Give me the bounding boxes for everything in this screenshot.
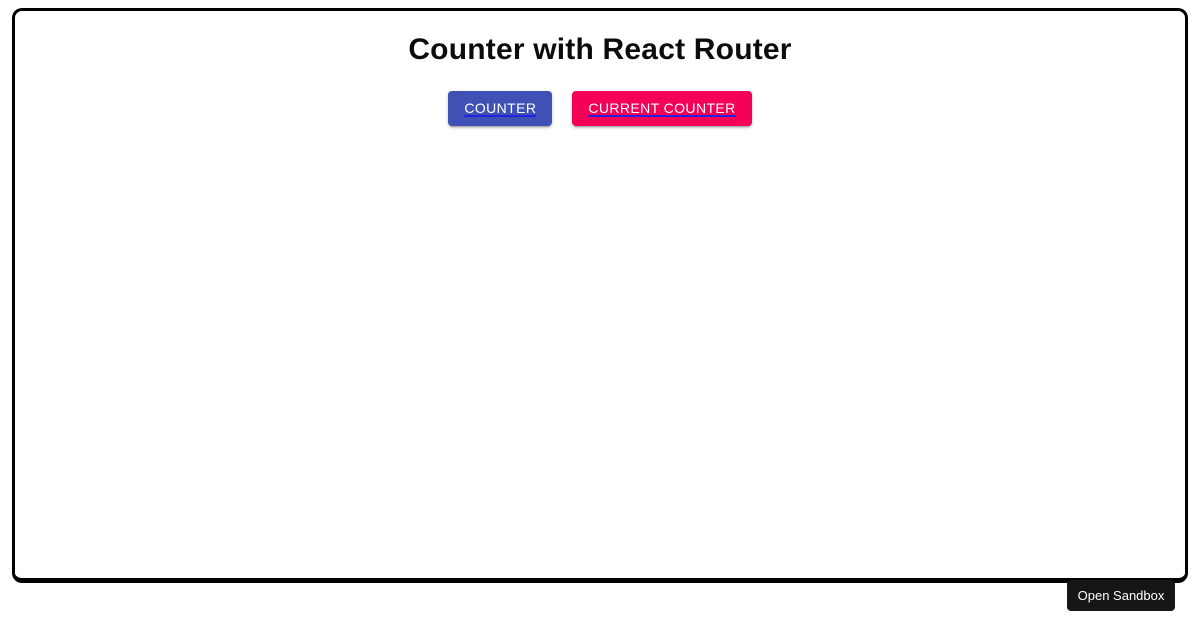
nav-row: COUNTER CURRENT COUNTER	[15, 90, 1185, 126]
app-preview-frame: Counter with React Router COUNTER CURREN…	[12, 8, 1188, 583]
open-sandbox-button[interactable]: Open Sandbox	[1067, 580, 1175, 611]
nav-link-current-counter[interactable]: CURRENT COUNTER	[572, 90, 752, 126]
nav-link-counter[interactable]: COUNTER	[448, 90, 553, 126]
page-title: Counter with React Router	[408, 33, 792, 66]
app-content: Counter with React Router COUNTER CURREN…	[15, 11, 1185, 578]
